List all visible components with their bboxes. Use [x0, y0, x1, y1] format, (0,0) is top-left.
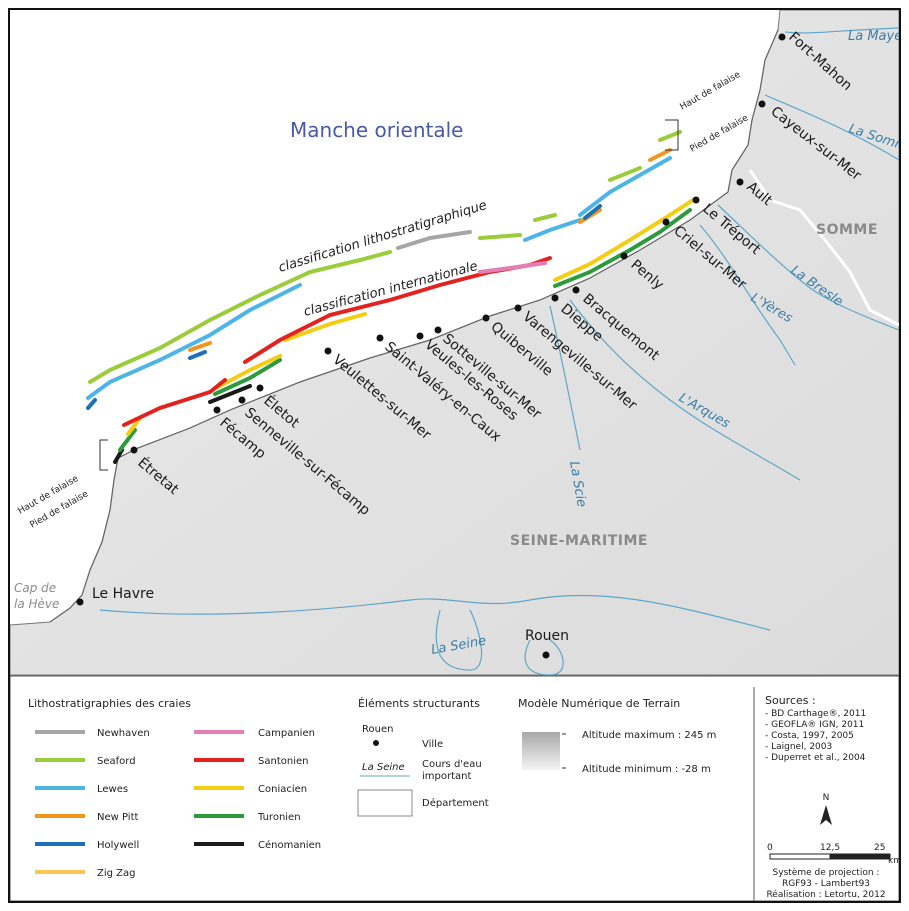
town-dot-quiberville — [482, 314, 490, 322]
legend-seaford: Seaford — [97, 756, 136, 767]
stratum-newhaven — [396, 230, 472, 250]
legend-lewes: Lewes — [97, 784, 128, 795]
town-dot-etretat — [130, 446, 138, 454]
map-canvas: Haut de falaise Pied de falaise Haut de … — [10, 10, 899, 901]
legend-dept: Département — [422, 797, 489, 809]
legend-newhaven: Newhaven — [97, 728, 150, 739]
cape-label-line1: Cap de — [14, 581, 56, 595]
town-dot-senneville — [238, 396, 246, 404]
legend-river-sample: La Seine — [362, 762, 405, 773]
town-dot-ault — [736, 178, 744, 186]
legend-litho-title: Lithostratigraphies des craies — [28, 697, 191, 710]
river-arques — [569, 299, 801, 481]
source-4: - Laignel, 2003 — [765, 742, 832, 752]
town-dot-rouen — [542, 651, 550, 659]
stratum-campanien — [478, 261, 547, 274]
town-dot-sotteville — [434, 326, 442, 334]
stratum-holywell — [86, 204, 602, 410]
town-dot-fecamp — [213, 406, 221, 414]
north-arrow-icon — [820, 805, 832, 825]
legend-river-line2: important — [422, 771, 471, 782]
department-boundary — [748, 169, 899, 327]
legend-panel: Lithostratigraphies des craies Newhaven … — [10, 675, 899, 901]
river-seine — [99, 594, 771, 631]
town-rouen: Rouen — [525, 628, 569, 644]
legend-newpitt: New Pitt — [97, 812, 139, 823]
scale-mid: 12,5 — [820, 843, 840, 853]
sea-label: Manche orientale — [290, 118, 463, 142]
projection-line1: Système de projection : — [773, 867, 880, 878]
region-seine-maritime: SEINE-MARITIME — [510, 533, 648, 549]
legend-alt-min: Altitude minimum : -28 m — [582, 764, 711, 775]
river-somme — [764, 94, 899, 161]
stratum-coniacien — [126, 198, 695, 436]
town-dot-penly — [620, 252, 628, 260]
legend-dept-swatch — [357, 789, 413, 817]
river-seine-loop — [435, 609, 483, 671]
legend-holywell: Holywell — [97, 840, 139, 851]
cape-label-line2: la Hève — [14, 597, 59, 611]
cliff-bracket-east — [665, 119, 679, 151]
town-dot-le-havre — [76, 598, 84, 606]
legend-coniacien: Coniacien — [258, 784, 307, 795]
legend-city: Ville — [422, 739, 443, 750]
litho-strata — [86, 130, 682, 410]
projection-line2: RGF93 - Lambert93 — [782, 879, 870, 889]
rivers — [99, 27, 899, 676]
source-2: - GEOFLA® IGN, 2011 — [765, 720, 864, 730]
town-dot-eletot — [256, 384, 264, 392]
source-1: - BD Carthage®, 2011 — [765, 709, 866, 719]
scale-max: 25 — [874, 843, 885, 853]
source-3: - Costa, 1997, 2005 — [765, 731, 854, 741]
cliff-foot-label-east: Pied de falaise — [689, 113, 751, 155]
legend-campanien: Campanien — [258, 728, 315, 739]
legend-city-sample: Rouen — [362, 724, 393, 735]
town-dot-veules — [416, 332, 424, 340]
legend-turonien: Turonien — [257, 812, 301, 823]
legend-cenomanien: Cénomanien — [258, 839, 321, 851]
town-dot-dieppe — [551, 294, 559, 302]
cliff-top-label-east: Haut de falaise — [679, 70, 743, 113]
river-bresle — [717, 204, 899, 331]
stratum-seaford — [88, 130, 682, 384]
legend-city-dot — [373, 740, 379, 746]
scale-bar-left — [769, 853, 831, 860]
stratum-cenomanien — [113, 384, 252, 464]
cliff-bracket-west — [99, 439, 108, 471]
river-scie — [549, 305, 581, 451]
town-dot-saint-valery — [376, 334, 384, 342]
coastline — [49, 29, 779, 623]
region-somme: SOMME — [816, 222, 878, 238]
town-dot-criel — [662, 218, 670, 226]
legend-zigzag: Zig Zag — [97, 868, 135, 879]
legend-elements-title: Éléments structurants — [358, 697, 480, 710]
scale-bar-right — [829, 853, 891, 860]
town-dot-bracquemont — [572, 286, 580, 294]
legend-river-line1: Cours d'eau — [422, 759, 482, 770]
town-dot-fort-mahon — [778, 33, 786, 41]
projection-line3: Réalisation : Letortu, 2012 — [766, 889, 885, 900]
town-dot-cayeux — [758, 100, 766, 108]
legend-mnt-gradient — [522, 732, 560, 770]
river-maye — [784, 27, 899, 34]
town-dot-le-treport — [692, 196, 700, 204]
town-le-havre: Le Havre — [92, 586, 154, 602]
legend-santonien: Santonien — [258, 756, 308, 767]
map-frame: Haut de falaise Pied de falaise Haut de … — [8, 8, 901, 903]
scale-unit: km — [888, 856, 899, 866]
river-seine-loop-2 — [524, 639, 564, 676]
stratum-lewes — [86, 156, 672, 400]
legend-mnt-title: Modèle Numérique de Terrain — [518, 697, 680, 710]
legend-alt-max: Altitude maximum : 245 m — [582, 730, 716, 741]
source-5: - Duperret et al., 2004 — [765, 753, 866, 763]
stratum-turonien — [118, 208, 692, 452]
town-dot-veulettes — [324, 347, 332, 355]
north-label: N — [823, 793, 830, 803]
river-label-maye: La Maye — [848, 29, 899, 44]
town-dot-varengeville — [514, 304, 522, 312]
legend-sources-title: Sources : — [765, 694, 816, 707]
river-yeres — [699, 224, 796, 366]
international-strata — [113, 198, 695, 464]
scale-0: 0 — [767, 843, 773, 853]
